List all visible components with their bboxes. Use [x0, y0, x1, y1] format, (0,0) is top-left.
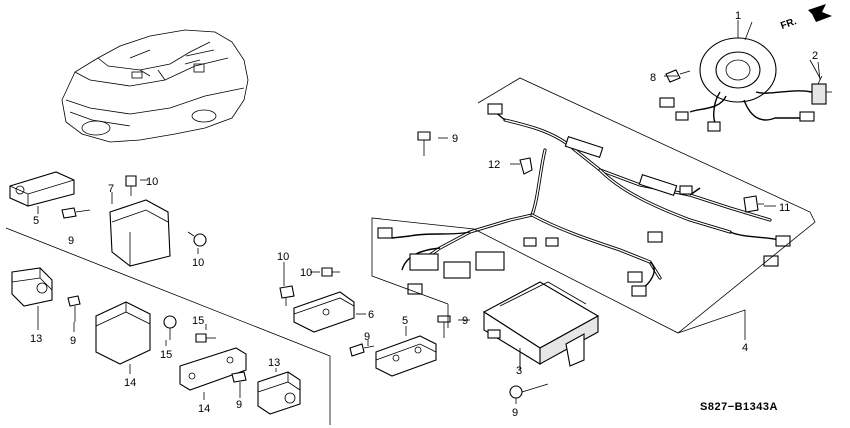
callout-13-left: 13 [30, 333, 42, 345]
callout-1: 1 [735, 10, 741, 22]
bracket-14-right [179, 347, 247, 391]
front-direction-arrow [808, 4, 832, 22]
cover-7 [109, 199, 171, 267]
callout-4: 4 [742, 342, 748, 354]
callout-5-lower: 5 [402, 315, 408, 327]
bolt-15-b [195, 333, 216, 343]
srs-main-harness [377, 103, 791, 297]
bolt-9-harness [417, 131, 431, 156]
sensor-5-upper [9, 171, 75, 207]
clip-10-b [187, 231, 207, 247]
bolt-9-left [61, 207, 91, 219]
callout-6: 6 [368, 309, 374, 321]
harness-clip-12 [519, 157, 533, 175]
bolt-9-unit [437, 315, 451, 338]
callout-15-a: 15 [160, 349, 172, 361]
callout-10-b: 10 [192, 257, 204, 269]
bolt-9-lower [509, 383, 549, 399]
bolt-9-mid [349, 343, 375, 357]
front-direction-label: FR. [779, 16, 798, 32]
leader-lines [37, 20, 821, 404]
callout-2: 2 [812, 50, 818, 62]
bracket-6 [293, 291, 355, 333]
vehicle-outline [61, 29, 249, 143]
srs-control-unit [482, 281, 600, 367]
callout-10-c: 10 [277, 251, 289, 263]
sensor-13-right [257, 371, 301, 415]
callout-15-b: 15 [192, 315, 204, 327]
callout-5-upper: 5 [33, 215, 39, 227]
callout-9-lower: 9 [512, 407, 518, 419]
bolt-9-bottom [231, 371, 247, 394]
callout-9-left: 9 [68, 235, 74, 247]
clock-spring-assembly [659, 37, 815, 132]
clip-10-c [279, 285, 295, 306]
callout-9-bottom: 9 [236, 399, 242, 411]
callout-9-unit: 9 [462, 315, 468, 327]
bolt-15-a [163, 315, 177, 340]
callout-11: 11 [779, 202, 790, 214]
callout-7: 7 [108, 183, 114, 195]
bolt-9-left-b [67, 295, 81, 322]
callout-9-mid: 9 [364, 331, 370, 343]
clip-10-a [125, 175, 137, 196]
callout-3: 3 [516, 365, 522, 377]
sensor-5-lower [375, 335, 437, 377]
clip-10-d [321, 267, 340, 277]
sensor-13-left [11, 267, 53, 307]
callout-13-right: 13 [268, 357, 280, 369]
callout-9-left-b: 9 [70, 335, 76, 347]
harness-clip-11 [743, 195, 764, 213]
srs-connector-2 [811, 75, 832, 105]
callout-14-right: 14 [198, 403, 210, 415]
callout-12: 12 [488, 159, 500, 171]
bracket-14-left [95, 301, 151, 365]
callout-10-d: 10 [300, 267, 312, 279]
callout-10-a: 10 [146, 176, 158, 188]
drawing-code: S827−B1343A [700, 401, 778, 413]
callout-14-left: 14 [124, 377, 136, 389]
callout-8: 8 [650, 72, 656, 84]
callout-9-harness: 9 [452, 133, 458, 145]
